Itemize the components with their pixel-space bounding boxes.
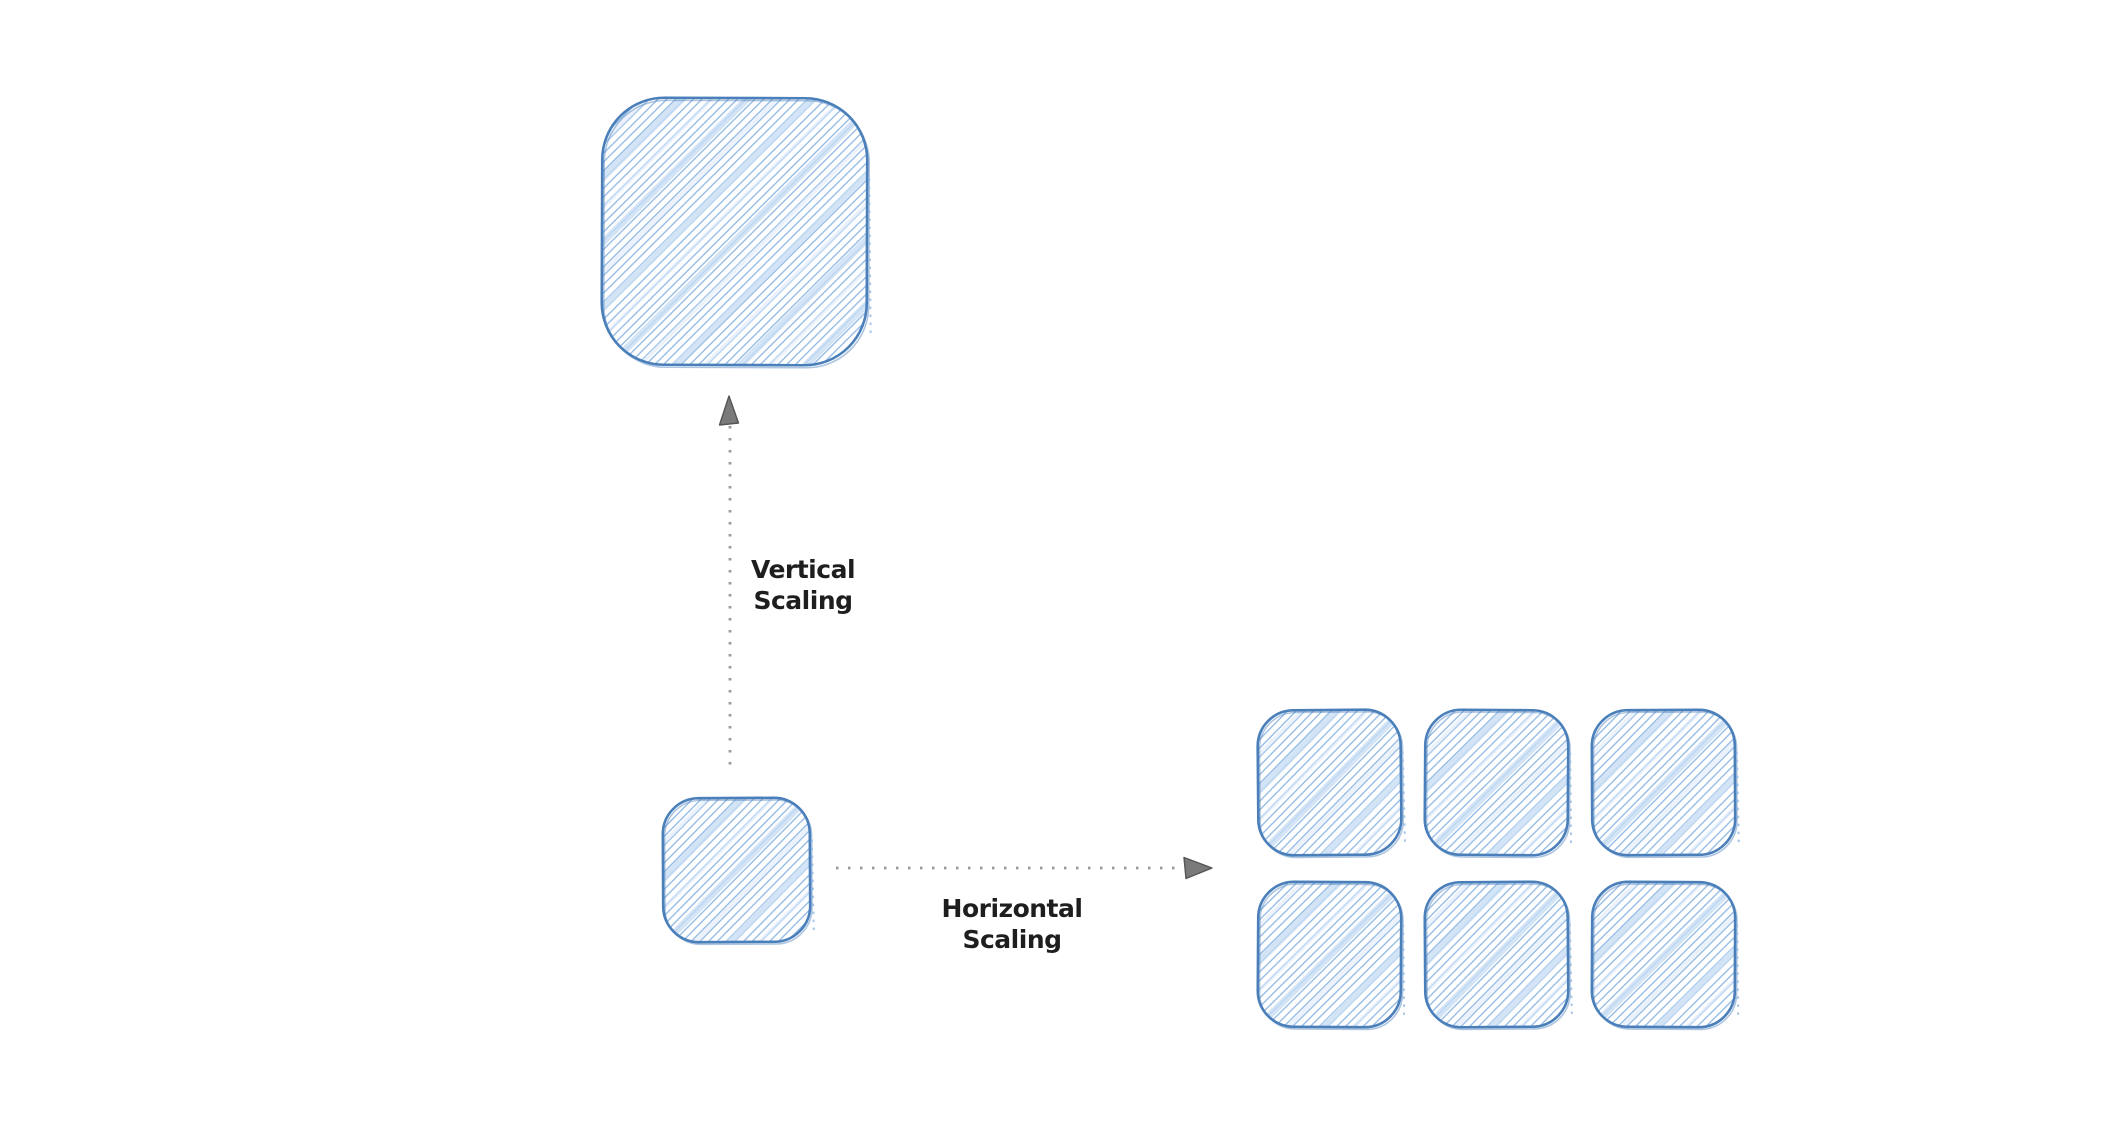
label-horizontal-scaling-line2: Scaling (962, 925, 1061, 954)
label-horizontal-scaling-line1: Horizontal (942, 894, 1083, 923)
server-fill-streaks (601, 97, 868, 366)
node-horizontal-server-3 (1590, 708, 1741, 859)
server-fill-streaks (662, 797, 811, 943)
label-vertical-scaling-line2: Scaling (753, 586, 852, 615)
horizontal-scaling-arrow (836, 856, 1213, 880)
node-original-server (661, 796, 815, 946)
node-horizontal-server-1 (1256, 708, 1407, 860)
server-outline (600, 96, 869, 367)
node-horizontal-server-2 (1423, 708, 1574, 860)
vertical-scaling-arrow (718, 395, 740, 767)
arrowhead-up-icon (718, 395, 740, 426)
label-vertical-scaling-line1: Vertical (751, 555, 855, 584)
hatch-fringe (868, 178, 872, 339)
node-vertically-scaled-server (600, 96, 872, 369)
server-sketch-stroke (602, 99, 871, 369)
node-horizontal-server-5 (1423, 880, 1574, 1031)
node-horizontal-server-6 (1590, 880, 1741, 1031)
server-outline (661, 796, 812, 944)
group-horizontally-scaled-servers (1256, 708, 1741, 1031)
node-horizontal-server-4 (1256, 880, 1407, 1031)
arrowhead-right-icon (1183, 856, 1213, 880)
